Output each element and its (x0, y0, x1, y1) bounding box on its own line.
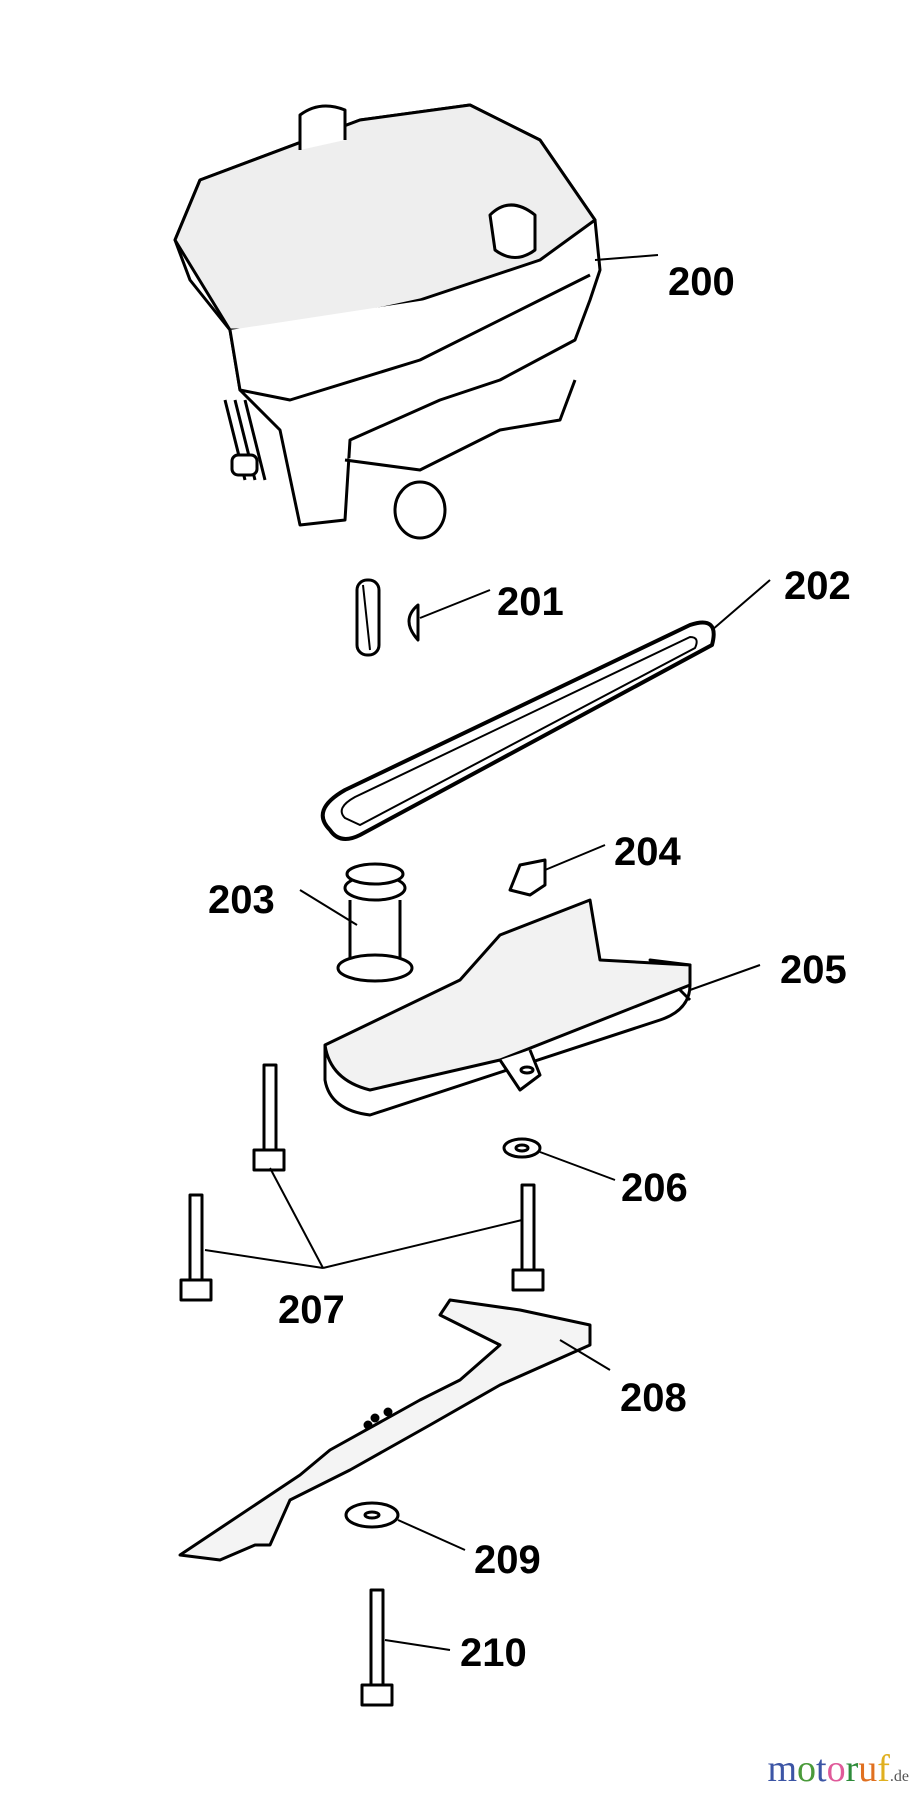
part-label-200: 200 (668, 260, 735, 304)
watermark-letter: f (877, 1748, 890, 1790)
watermark-text: motoruf (767, 1750, 889, 1788)
blade-washer-drawing (344, 1501, 400, 1529)
part-label-210: 210 (460, 1631, 527, 1675)
key-pin-drawing (355, 578, 420, 657)
part-label-207: 207 (278, 1288, 345, 1332)
bolts-drawing (179, 1063, 545, 1302)
watermark-letter: r (845, 1748, 859, 1790)
leader-lines (204, 254, 771, 1651)
part-label-209: 209 (474, 1538, 541, 1582)
part-label-201: 201 (497, 580, 564, 624)
watermark-letter: m (767, 1748, 798, 1790)
engine-drawing (173, 103, 602, 540)
part-label-202: 202 (784, 564, 851, 608)
part-label-204: 204 (614, 830, 681, 874)
part-label-208: 208 (620, 1376, 687, 1420)
watermark-letter: o (797, 1748, 817, 1790)
watermark-letter: o (826, 1748, 846, 1790)
watermark-letter: t (816, 1748, 827, 1790)
belt-cover-drawing (323, 898, 692, 1117)
clip-drawing (508, 858, 547, 897)
belt-drawing (320, 620, 716, 841)
pulley-drawing (336, 862, 414, 983)
watermark-logo: motoruf.de (767, 1750, 909, 1788)
blade-bolt-drawing (360, 1588, 394, 1707)
part-label-205: 205 (780, 948, 847, 992)
watermark-suffix: .de (889, 1768, 909, 1785)
washer-drawing (502, 1137, 542, 1159)
part-label-203: 203 (208, 878, 275, 922)
blade-drawing (178, 1298, 592, 1562)
watermark-letter: u (858, 1748, 878, 1790)
part-label-206: 206 (621, 1166, 688, 1210)
